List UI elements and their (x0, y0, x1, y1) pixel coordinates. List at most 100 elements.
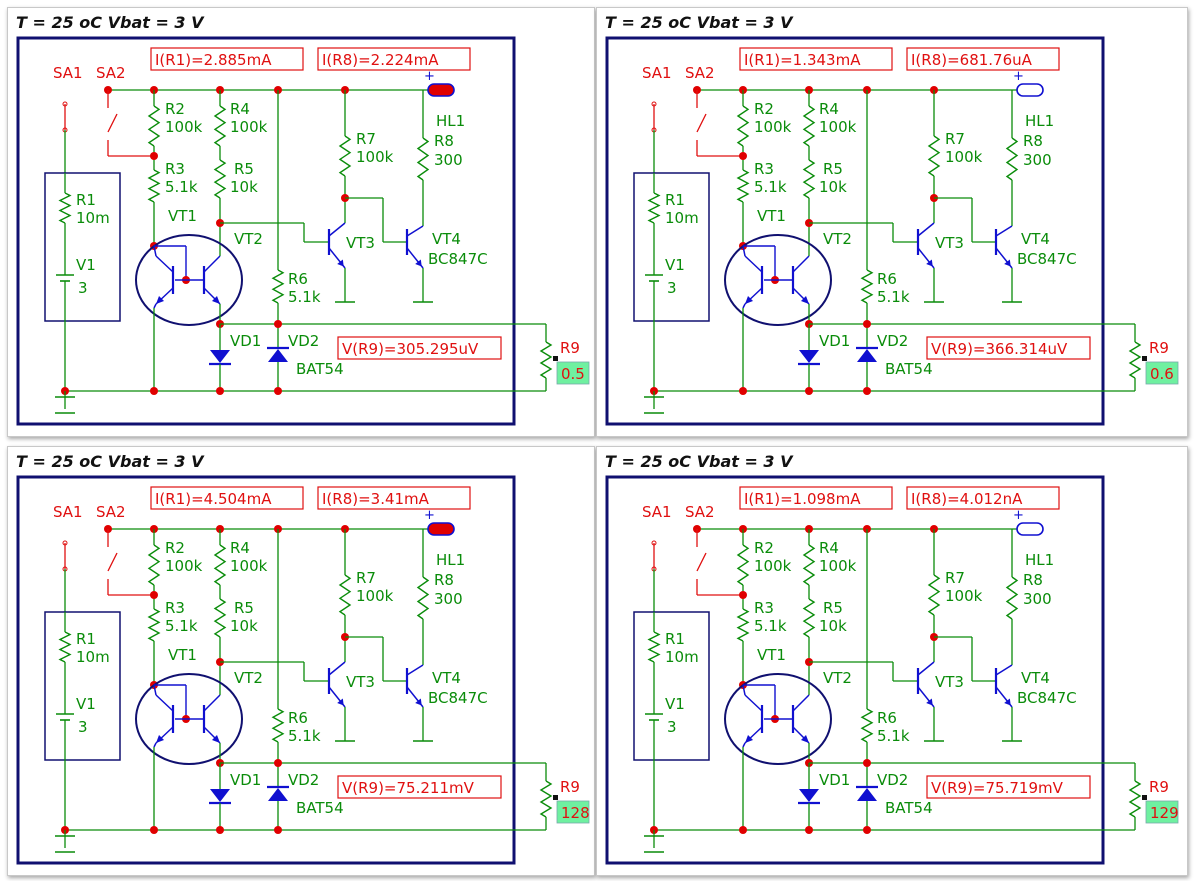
label-r5-value: 10k (819, 617, 847, 635)
switch-sa2-lever (696, 552, 707, 572)
current-r8-label: I(R8)=681.76uA (911, 51, 1033, 69)
label-vd2-model: BAT54 (885, 799, 933, 817)
current-r8-label-box (317, 486, 471, 510)
junction-vd2-ground (274, 826, 282, 834)
vt1-emitter-lead (153, 742, 157, 748)
resistor-r5 (213, 159, 227, 199)
resistor-r9 (1128, 780, 1142, 818)
label-r5-value: 10k (230, 178, 258, 196)
vt1-emitter-lead (742, 303, 746, 309)
current-r8-label: I(R8)=4.012nA (911, 490, 1023, 508)
transistor-vt3-collector (328, 222, 346, 237)
label-r7: R7 (945, 130, 965, 148)
r9-value-box (556, 800, 590, 824)
vt1-collector (155, 694, 174, 712)
lamp-plus-sign: + (424, 69, 435, 84)
resistor-r5 (802, 598, 816, 638)
resistor-r2 (147, 544, 161, 586)
label-vt4: VT4 (1021, 230, 1050, 248)
enclosure-frame (605, 475, 1105, 865)
resistor-r9 (539, 341, 553, 379)
label-vt3: VT3 (346, 234, 375, 252)
resistor-r3 (736, 169, 750, 203)
label-r7: R7 (356, 569, 376, 587)
current-r8-label: I(R8)=3.41mA (322, 490, 430, 508)
label-sa2: SA2 (96, 503, 126, 521)
resistor-r3 (736, 608, 750, 642)
switch-sa1-contact (651, 101, 657, 107)
label-r3: R3 (165, 599, 185, 617)
resistor-r7 (927, 574, 941, 616)
junction-r6-vd2 (863, 320, 871, 328)
label-sa1: SA1 (53, 64, 83, 82)
vt1-emitter-lead (742, 742, 746, 748)
r9-value-box (1145, 361, 1179, 385)
label-r3-value: 5.1k (754, 617, 787, 635)
lamp-hl1 (1016, 522, 1044, 536)
label-hl1: HL1 (1025, 551, 1054, 569)
voltage-r9-label: V(R9)=305.295uV (342, 340, 479, 358)
junction-vt1-emitter (150, 387, 158, 395)
label-r5-value: 10k (819, 178, 847, 196)
junction-vd2-ground (863, 826, 871, 834)
transistor-pair-circle (724, 673, 832, 765)
r9-value: 0.6 (1150, 365, 1174, 383)
label-r5: R5 (823, 599, 843, 617)
label-r7-value: 100k (945, 148, 983, 166)
label-vd2-model: BAT54 (885, 360, 933, 378)
junction-r2-r3 (739, 152, 747, 160)
label-r1: R1 (76, 630, 96, 648)
label-vd2: VD2 (877, 771, 908, 789)
vt2-collector (792, 255, 810, 273)
label-vd1: VD1 (819, 771, 850, 789)
label-r2-value: 100k (754, 557, 792, 575)
junction-r2-r3 (150, 591, 158, 599)
diode-vd2 (857, 349, 877, 362)
label-vd2: VD2 (877, 332, 908, 350)
label-r5: R5 (234, 599, 254, 617)
label-r8-value: 300 (434, 151, 463, 169)
vt1-arrow (745, 735, 753, 743)
junction-r6-vd2 (274, 759, 282, 767)
resistor-r5 (213, 598, 227, 638)
vt1-collector (153, 245, 157, 257)
vt1-collector (744, 694, 763, 712)
label-r9: R9 (560, 339, 580, 357)
label-r2: R2 (165, 100, 185, 118)
vt2-collector (203, 694, 221, 712)
lamp-hl1 (427, 522, 455, 536)
resistor-r5 (802, 159, 816, 199)
transistor-vt3-collector (328, 661, 346, 676)
resistor-r6 (860, 708, 874, 743)
label-r5-value: 10k (230, 617, 258, 635)
voltage-r9-label-box (337, 336, 502, 360)
panel-title: T = 25 oC Vbat = 3 V (16, 452, 205, 471)
label-r5: R5 (823, 160, 843, 178)
label-vt4: VT4 (432, 230, 461, 248)
vt2-arrow (212, 735, 220, 743)
label-vt2: VT2 (823, 669, 852, 687)
r9-value-box (1145, 800, 1179, 824)
current-r8-label-box (906, 47, 1060, 71)
transistor-pair-circle (724, 234, 832, 326)
switch-sa1-contact (651, 540, 657, 546)
transistor-vt4-collector (995, 225, 1013, 237)
current-r1-label: I(R1)=1.343mA (744, 51, 861, 69)
resistor-r9 (539, 780, 553, 818)
diode-vd1 (210, 350, 230, 363)
label-r6-value: 5.1k (877, 288, 910, 306)
diode-vd2 (268, 349, 288, 362)
label-v1: V1 (665, 256, 685, 274)
r9-value: 0.5 (561, 365, 585, 383)
resistor-r7 (338, 135, 352, 177)
transistor-vt3-collector (917, 222, 935, 237)
resistor-r2 (736, 105, 750, 147)
vt2-arrow (801, 735, 809, 743)
resistor-r1 (647, 192, 661, 224)
vt1-arrow (745, 296, 753, 304)
label-r3: R3 (754, 599, 774, 617)
label-r5: R5 (234, 160, 254, 178)
